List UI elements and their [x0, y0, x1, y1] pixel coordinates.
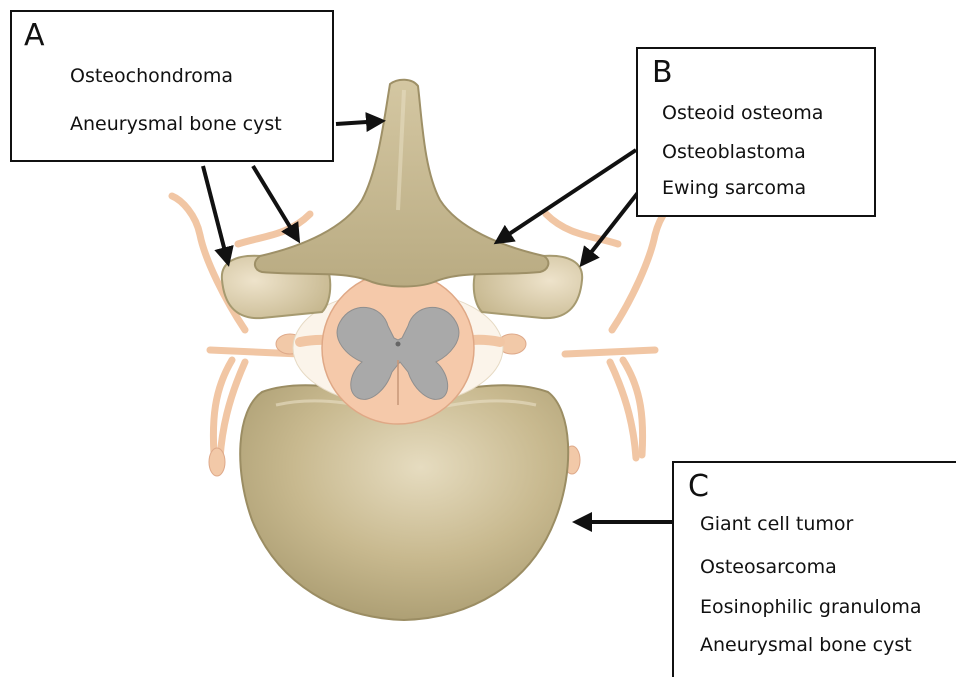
- tumor-label: Ewing sarcoma: [662, 177, 806, 199]
- right-nerve-root: [565, 350, 655, 354]
- tumor-label: Eosinophilic granuloma: [700, 596, 922, 618]
- tumor-label: Osteochondroma: [70, 65, 233, 87]
- tumor-label: Aneurysmal bone cyst: [70, 113, 282, 135]
- arrow-a-lamina: [253, 166, 298, 240]
- arrow-b-right-process: [582, 190, 640, 264]
- tumor-label: Aneurysmal bone cyst: [700, 634, 912, 656]
- tumor-label: Giant cell tumor: [700, 513, 853, 535]
- box-letter: B: [652, 55, 673, 90]
- tumor-label: Osteosarcoma: [700, 556, 837, 578]
- arrow-a-spinous: [336, 121, 382, 124]
- box-letter: C: [688, 469, 709, 504]
- box-letter: A: [24, 18, 45, 53]
- tumor-label: Osteoid osteoma: [662, 102, 823, 124]
- label-box-a: A Osteochondroma Aneurysmal bone cyst: [10, 10, 334, 162]
- tumor-label: Osteoblastoma: [662, 141, 806, 163]
- label-box-c: C Giant cell tumor Osteosarcoma Eosinoph…: [672, 461, 956, 677]
- label-box-b: B Osteoid osteoma Osteoblastoma Ewing sa…: [636, 47, 876, 217]
